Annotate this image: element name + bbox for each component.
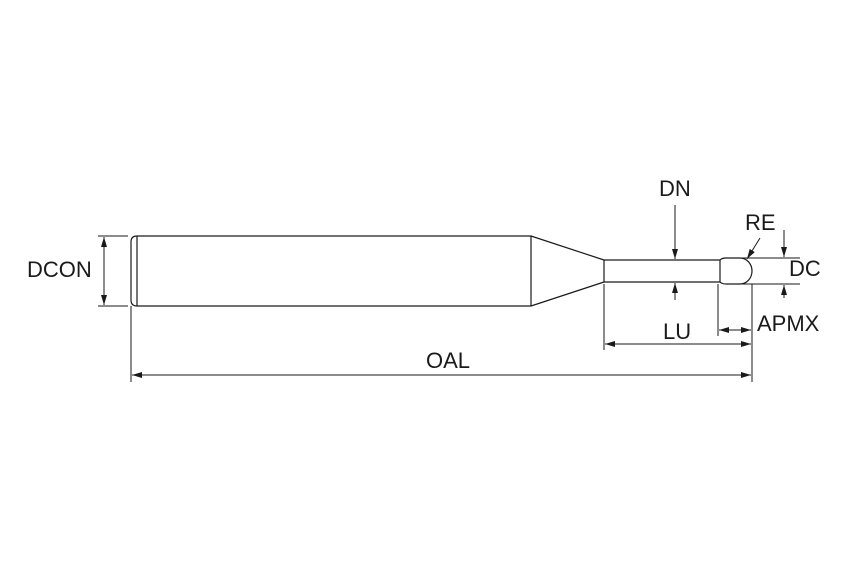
dn-label: DN	[659, 176, 691, 201]
lu-label: LU	[663, 319, 692, 344]
apmx-label: APMX	[757, 311, 820, 336]
tool-body-outline	[130, 235, 753, 307]
re-leader	[746, 237, 761, 260]
dcon-label: DCON	[27, 257, 92, 282]
re-label: RE	[745, 210, 776, 235]
dc-label: DC	[789, 256, 821, 281]
oal-label: OAL	[426, 348, 471, 373]
